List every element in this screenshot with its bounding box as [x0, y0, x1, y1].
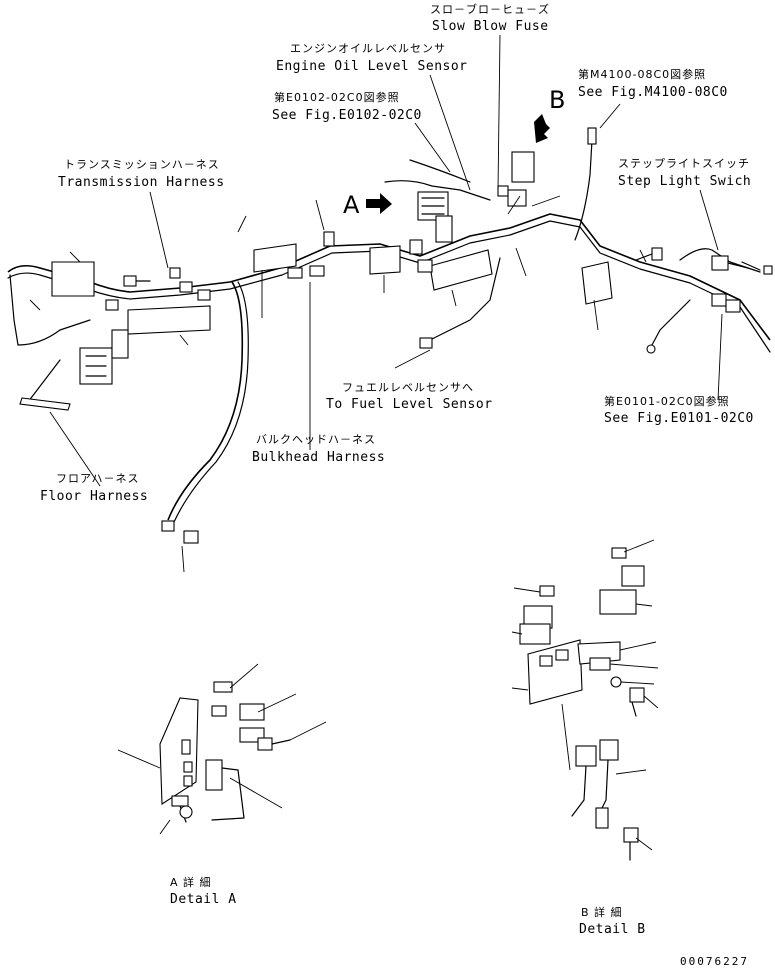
- detail-a-title: Detail A: [170, 892, 237, 907]
- see-m4100-label-jp: 第M4100-08C0図参照: [578, 67, 706, 81]
- see-m4100-label: See Fig.M4100-08C0: [578, 85, 728, 100]
- detail-b-title-jp: B 詳 細: [581, 905, 623, 919]
- engine-oil-sensor-label-jp: エンジンオイルレベルセンサ: [290, 42, 446, 55]
- detail-b-title: Detail B: [579, 922, 646, 937]
- slow-blow-fuse-block: [497, 151, 535, 207]
- bulkhead-harness-label: Bulkhead Harness: [252, 450, 385, 465]
- fuel-level-sensor-label-jp: フュエルレベルセンサへ: [342, 381, 474, 394]
- clamps-and-brackets: [51, 151, 773, 385]
- floor-harness-label: Floor Harness: [40, 489, 148, 504]
- fuse-icon: [213, 681, 233, 693]
- transmission-harness-label-jp: トランスミッションハ－ネス: [64, 158, 220, 171]
- leader-lines: [29, 34, 723, 573]
- view-arrows: [366, 114, 550, 214]
- detail-a-drawing: [117, 663, 327, 835]
- view-b-marker: B: [549, 86, 565, 114]
- transmission-harness-label: Transmission Harness: [58, 175, 225, 190]
- slow-blow-fuse-label: Slow Blow Fuse: [432, 19, 549, 34]
- floor-harness-label-jp: フロアハ－ネス: [56, 472, 140, 485]
- fuse-icon: [611, 547, 627, 559]
- see-e0102-label-jp: 第E0102-02C0図参照: [274, 90, 400, 104]
- view-a-marker: A: [343, 191, 360, 219]
- see-e0101-label-jp: 第E0101-02C0図参照: [604, 394, 730, 408]
- labels: スロ－ブロ－ヒュ－ズ Slow Blow Fuse エンジンオイルレベルセンサ …: [40, 2, 754, 968]
- main-harness: [7, 127, 771, 544]
- bolt-icon: [635, 247, 663, 261]
- slow-blow-fuse-label-jp: スロ－ブロ－ヒュ－ズ: [430, 2, 550, 16]
- detail-b-drawing: [511, 539, 659, 861]
- view-b-arrow-icon: [534, 114, 550, 143]
- see-e0102-label: See Fig.E0102-02C0: [272, 108, 422, 123]
- floor-connector-block: [79, 329, 129, 385]
- bulkhead-connector: [183, 530, 199, 544]
- step-light-switch-label-jp: ステップライトスイッチ: [618, 157, 750, 170]
- fuel-level-sensor-label: To Fuel Level Sensor: [326, 397, 493, 412]
- engine-oil-sensor-label: Engine Oil Level Sensor: [276, 59, 468, 74]
- bulkhead-harness-label-jp: バルクヘッドハ－ネス: [256, 433, 376, 446]
- detail-a-title-jp: A 詳 細: [170, 875, 212, 889]
- step-light-switch-label: Step Light Swich: [618, 174, 751, 189]
- step-light-switch: [711, 255, 773, 275]
- view-a-arrow-icon: [366, 193, 392, 214]
- bolt-icon: [123, 275, 151, 287]
- see-e0101-label: See Fig.E0101-02C0: [604, 411, 754, 426]
- part-number: 00076227: [680, 955, 749, 968]
- relay-block: [417, 191, 453, 243]
